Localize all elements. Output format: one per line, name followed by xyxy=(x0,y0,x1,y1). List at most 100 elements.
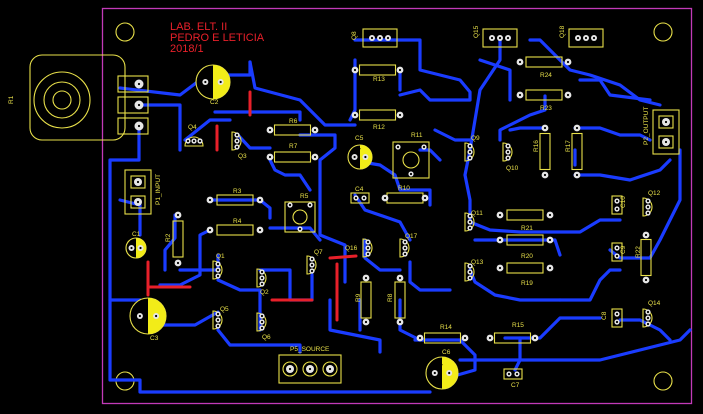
drill-hole xyxy=(548,238,552,242)
drill-hole xyxy=(615,207,619,211)
drill-hole xyxy=(423,196,427,200)
board-title-line-2: PEDRO E LETICIA xyxy=(170,32,265,44)
drill-hole xyxy=(498,36,502,40)
label-c1: C1 xyxy=(132,231,141,238)
label-c9: C9 xyxy=(620,245,627,254)
drill-hole xyxy=(136,200,140,204)
connector-p2 xyxy=(652,109,680,155)
label-q12: Q12 xyxy=(648,190,661,197)
label-r7: R7 xyxy=(289,143,298,150)
capacitor-c4 xyxy=(350,192,370,204)
label-c6: C6 xyxy=(442,349,451,356)
drill-hole xyxy=(507,372,511,376)
trimmer-r5 xyxy=(284,201,316,233)
drill-hole xyxy=(260,282,264,286)
board-outline xyxy=(101,7,693,405)
board-title-line-1: LAB. ELT. II xyxy=(170,21,227,33)
drill-hole xyxy=(288,203,292,207)
connector-p1 xyxy=(124,169,152,215)
drill-hole xyxy=(490,36,494,40)
resistor-r6 xyxy=(273,124,312,136)
drill-hole xyxy=(433,371,436,375)
drill-hole xyxy=(592,36,596,40)
drill-hole xyxy=(575,126,579,130)
drill-hole xyxy=(130,246,133,250)
drill-hole xyxy=(216,262,220,266)
label-q2: Q2 xyxy=(260,289,269,296)
drill-hole xyxy=(364,320,368,324)
resistor-r24 xyxy=(525,56,563,68)
drill-hole xyxy=(566,93,570,97)
label-r2: R2 xyxy=(165,233,172,242)
label-r1: R1 xyxy=(8,95,15,104)
drill-hole xyxy=(506,150,510,154)
drill-hole xyxy=(646,322,650,326)
drill-hole xyxy=(310,263,314,267)
copper-traces xyxy=(108,38,692,394)
drill-hole xyxy=(328,367,332,371)
resistor-r16 xyxy=(539,132,551,171)
drill-hole xyxy=(137,124,141,128)
polarity-plus-mark: + xyxy=(208,64,213,74)
drill-hole xyxy=(313,155,317,159)
drill-hole xyxy=(353,113,357,117)
transistor-q14 xyxy=(642,308,653,328)
drill-hole xyxy=(548,213,552,217)
drill-hole xyxy=(192,139,196,143)
drill-hole xyxy=(506,36,510,40)
potentiometer-r1-shaft xyxy=(52,90,72,110)
resistor-r8 xyxy=(394,281,406,319)
capacitor-c10 xyxy=(611,195,623,215)
drill-hole xyxy=(515,372,519,376)
drill-hole xyxy=(260,320,264,324)
drill-hole xyxy=(260,326,264,330)
drill-hole xyxy=(409,172,413,176)
drill-hole xyxy=(646,316,650,320)
drill-hole xyxy=(260,276,264,280)
drill-hole xyxy=(176,213,180,217)
drill-hole xyxy=(216,312,220,316)
drill-hole xyxy=(403,252,407,256)
potentiometer-r1-leg xyxy=(117,96,149,114)
connector-p5-pin xyxy=(302,361,318,377)
label-r6: R6 xyxy=(289,118,298,125)
drill-hole xyxy=(468,226,472,230)
drill-hole xyxy=(396,145,400,149)
drill-hole xyxy=(186,139,190,143)
transistor-q5 xyxy=(212,310,223,330)
resistor-r21 xyxy=(506,209,544,221)
drill-hole xyxy=(398,68,402,72)
mounting-hole-top-right xyxy=(653,22,673,42)
label-r17: R17 xyxy=(565,140,572,152)
jumper-wires xyxy=(146,90,358,322)
resistor-r22 xyxy=(640,238,652,277)
transistor-q9 xyxy=(464,142,475,162)
label-q14: Q14 xyxy=(648,300,661,307)
drill-hole xyxy=(298,227,302,231)
drill-hole xyxy=(448,371,451,375)
board-title-line-3: 2018/1 xyxy=(170,43,204,55)
label-r4: R4 xyxy=(233,218,242,225)
label-q5: Q5 xyxy=(220,306,229,313)
resistor-r13 xyxy=(358,64,397,76)
label-q13: Q13 xyxy=(471,259,484,266)
label-r19: R19 xyxy=(521,280,533,287)
mounting-hole-top-left xyxy=(115,22,135,42)
resistor-r2 xyxy=(172,220,184,258)
drill-hole xyxy=(644,278,648,282)
transistor-q6 xyxy=(256,312,267,332)
drill-hole xyxy=(268,155,272,159)
drill-hole xyxy=(353,68,357,72)
capacitor-c9 xyxy=(611,242,623,262)
drill-hole xyxy=(258,198,262,202)
label-r10: R10 xyxy=(398,185,410,192)
drill-hole xyxy=(364,276,368,280)
label-c4: C4 xyxy=(355,186,364,193)
drill-hole xyxy=(498,238,502,242)
label-q18: Q18 xyxy=(559,25,566,38)
drill-hole xyxy=(308,203,312,207)
connector-p5 xyxy=(278,354,342,384)
drill-hole xyxy=(422,145,426,149)
drill-hole xyxy=(615,246,619,250)
drill-hole xyxy=(533,336,537,340)
